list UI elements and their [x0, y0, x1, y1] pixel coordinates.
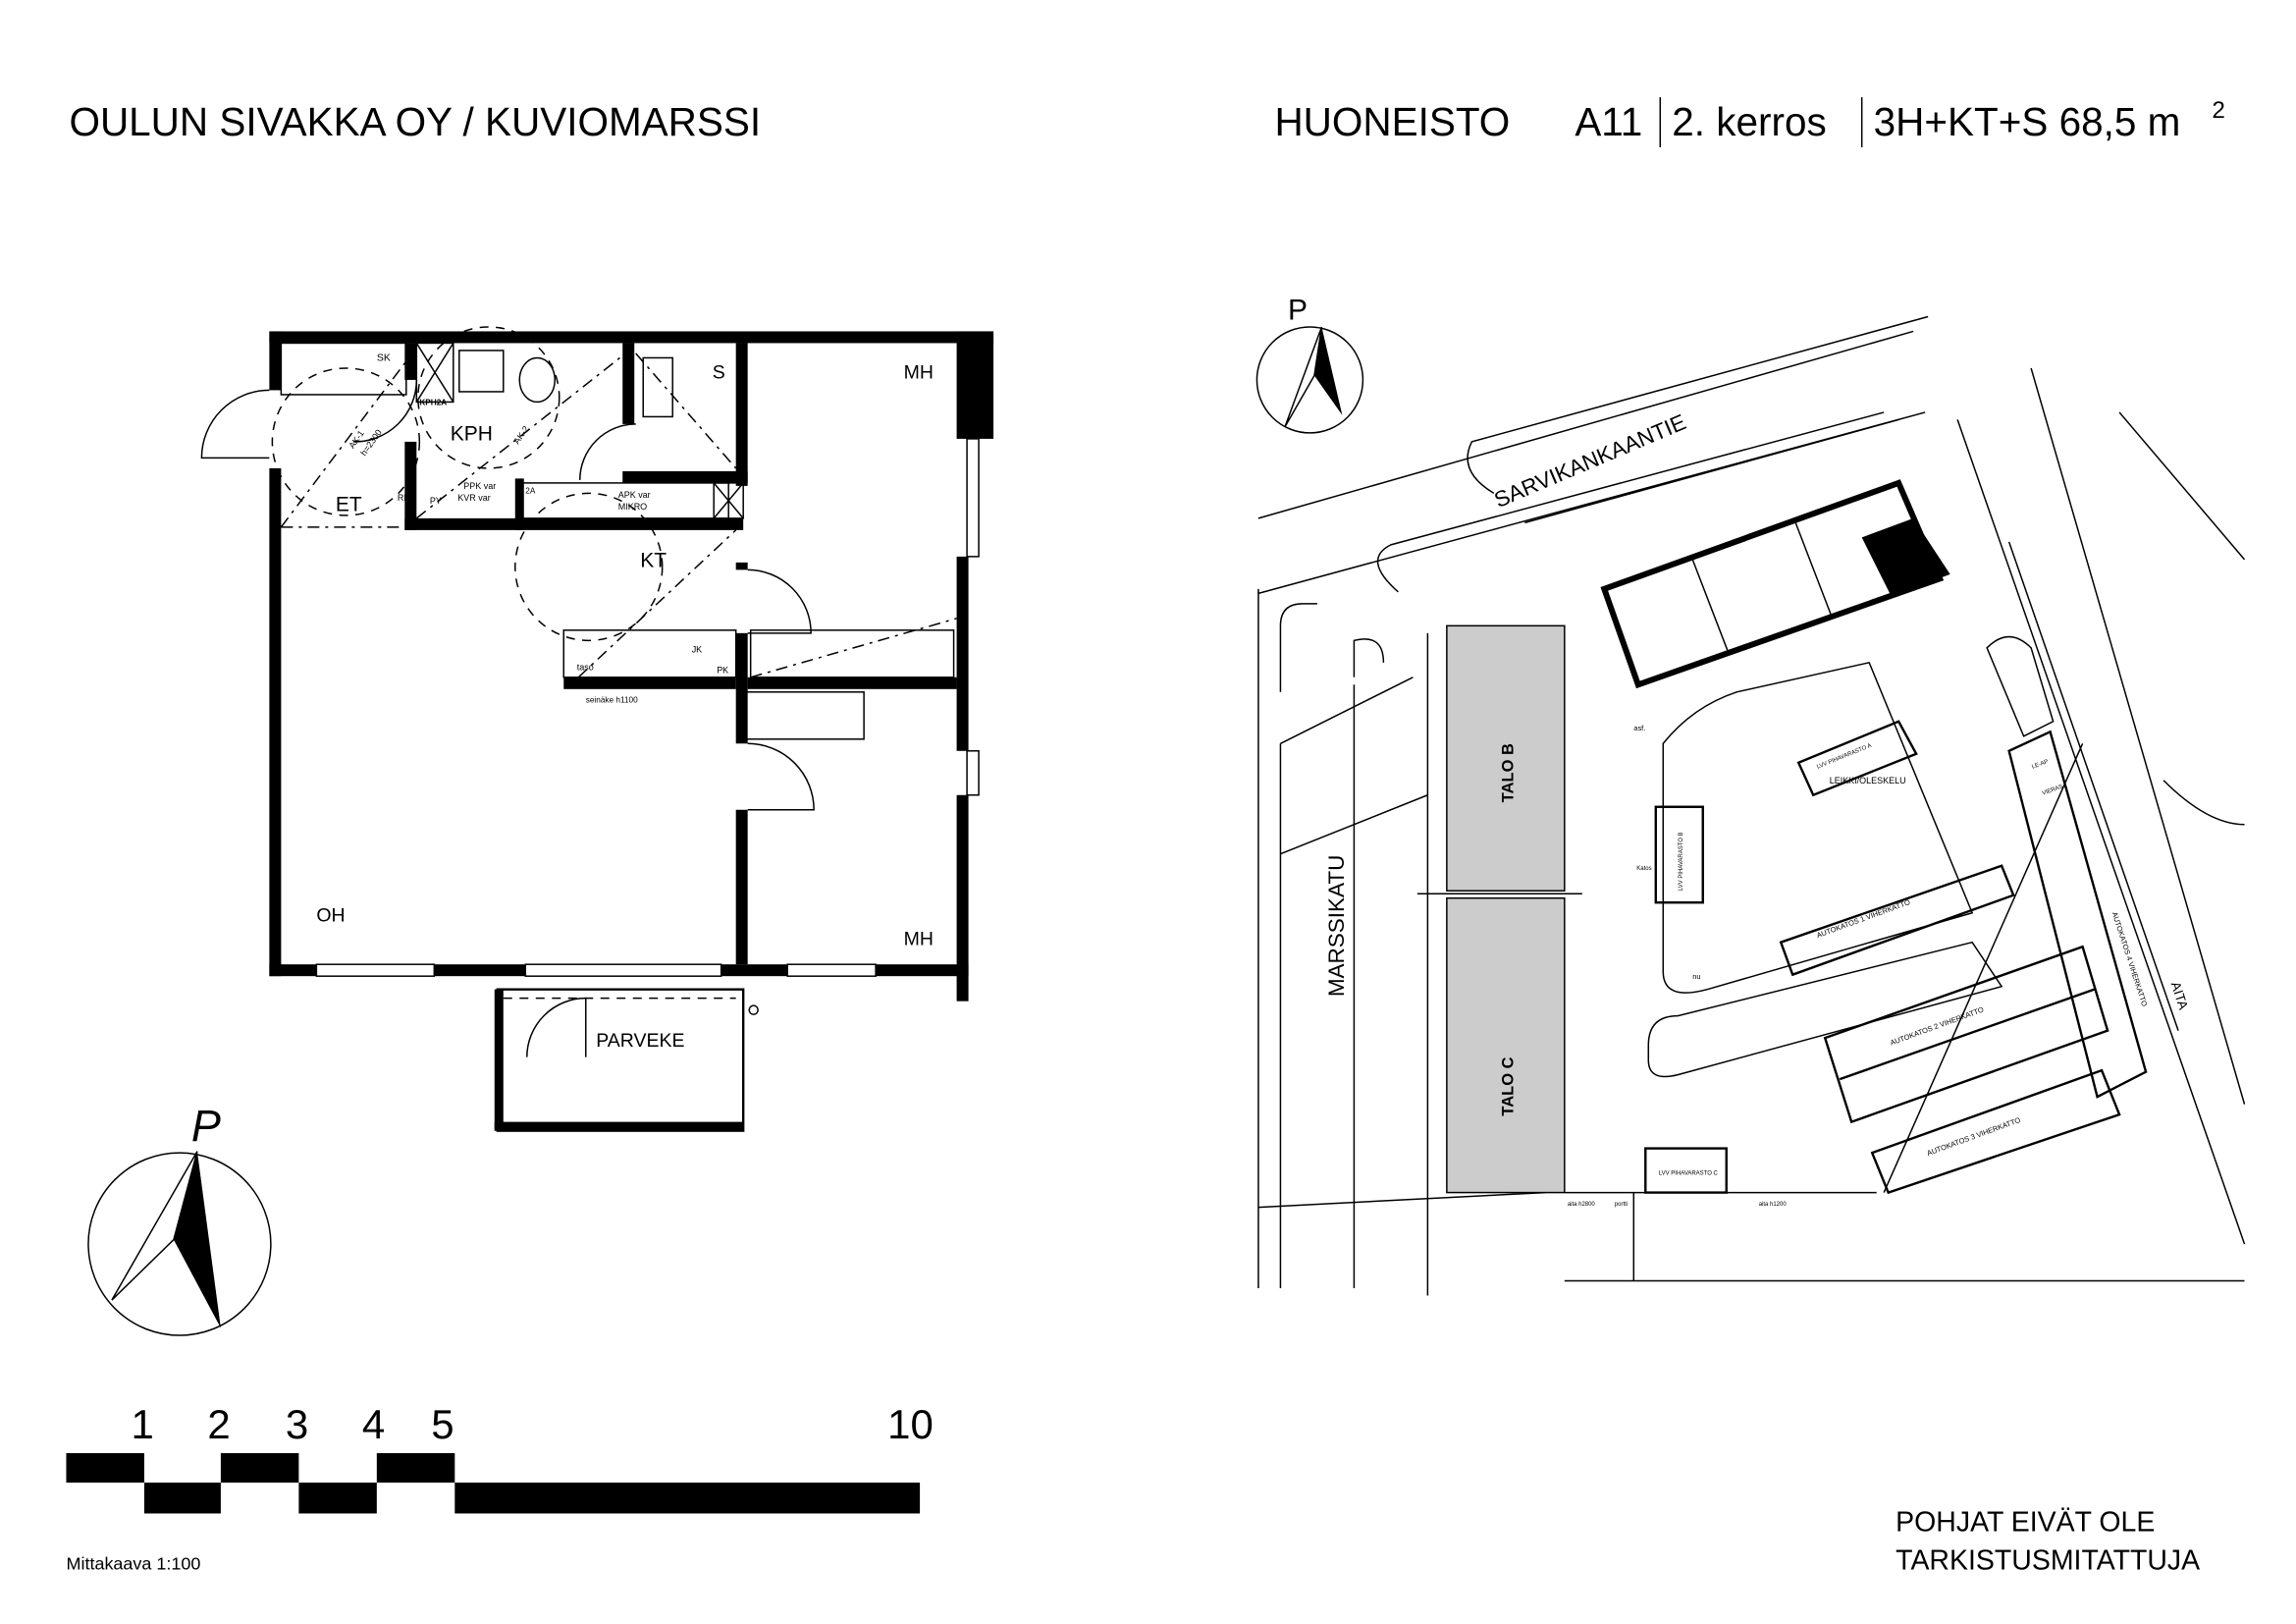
label-taso: taso — [577, 662, 594, 672]
label-seinake: seinäke h1100 — [586, 695, 638, 704]
north-label: P — [191, 1101, 221, 1151]
label-apk: APK var — [618, 490, 651, 500]
label-kph2a: KPH2A — [419, 398, 447, 406]
apartment-building-a — [1600, 479, 1950, 689]
building-talo-b: TALO B — [1446, 624, 1566, 892]
room-label-mh-2: MH — [904, 929, 934, 950]
site-north-arrow: P — [1255, 294, 1364, 434]
scale-tick-3: 3 — [286, 1401, 308, 1447]
room-label-et: ET — [336, 493, 362, 515]
carport-1-label: AUTOKATOS 1 VIHERKATTO — [1815, 897, 1911, 940]
carport-4-label: AUTOKATOS 4 VIHERKATTO — [2110, 911, 2150, 1008]
scale-caption: Mittakaava 1:100 — [66, 1553, 200, 1573]
scale-tick-2: 2 — [207, 1401, 230, 1447]
label-ppk: PPK var — [463, 481, 496, 491]
room-label-oh: OH — [316, 905, 345, 927]
room-label-mh-1: MH — [904, 361, 934, 383]
label-2a: 2A — [525, 486, 536, 495]
apartment-layout-area: 3H+KT+S 68,5 m — [1874, 99, 2181, 144]
katos-label: Katos — [1636, 866, 1651, 872]
room-label-kt: KT — [640, 549, 667, 571]
scale-tick-1: 1 — [131, 1401, 153, 1447]
leikki-label: LEIKKI/OLESKELU — [1830, 776, 1906, 785]
label-kvr: KVR var — [457, 493, 490, 503]
label-mikro: MIKRO — [618, 502, 647, 512]
scale-tick-10: 10 — [887, 1401, 934, 1447]
apartment-floor-plan: ET KPH S MH KT OH MH PARVEKE SK KPH2A RK… — [200, 326, 994, 1132]
room-label-s: S — [713, 361, 725, 383]
label-ak2: AK-2 — [511, 424, 531, 446]
street-marssikatu: MARSSIKATU — [1324, 855, 1349, 998]
aita-h1200-label: aita h1200 — [1759, 1202, 1788, 1208]
site-plan: P — [1255, 294, 2246, 1296]
scale-bar: 1 2 3 4 5 10 Mittakaava 1:100 — [66, 1401, 933, 1573]
apartment-header: HUONEISTO A11 2. kerros 3H+KT+S 68,5 m 2 — [1274, 97, 2225, 148]
label-rk: RK — [398, 493, 409, 503]
room-label-kph: KPH — [451, 422, 493, 445]
aita-h2800-label: aita h2800 — [1568, 1202, 1596, 1208]
carport-3: AUTOKATOS 3 VIHERKATTO — [1870, 1068, 2121, 1195]
label-py: PY — [430, 496, 442, 506]
varasto-a-label: LVV PIHAVARASTO A — [1816, 743, 1872, 771]
site-north-label: P — [1288, 294, 1308, 326]
label-pk: PK — [717, 665, 728, 675]
scale-tick-5: 5 — [431, 1401, 454, 1447]
label-sk: SK — [377, 352, 391, 363]
street-sarvikankaantie: SARVIKANKAANTIE — [1491, 409, 1690, 513]
north-arrow-compass: P — [87, 1101, 272, 1336]
varasto-b-label: LVV PIHAVARASTO B — [1679, 832, 1684, 891]
building-talo-c: TALO C — [1446, 896, 1566, 1194]
varasto-c-label: LVV PIHAVARASTO C — [1659, 1171, 1719, 1177]
note-line-2: TARKISTUSMITATTUJA — [1896, 1544, 2200, 1576]
apartment-id: A11 — [1575, 99, 1642, 144]
aita-label: AITA — [2168, 980, 2191, 1011]
nu-label: nu — [1692, 972, 1700, 981]
label-jk: JK — [692, 644, 703, 654]
talo-c-label: TALO C — [1499, 1056, 1517, 1115]
talo-b-label: TALO B — [1499, 743, 1517, 802]
note-line-1: POHJAT EIVÄT OLE — [1896, 1506, 2155, 1538]
floor-label: 2. kerros — [1672, 99, 1826, 144]
project-title: OULUN SIVAKKA OY / KUVIOMARSSI — [69, 99, 761, 144]
carport-4: AUTOKATOS 4 VIHERKATTO VIERAS LE-AP — [2007, 730, 2150, 1099]
area-unit-superscript: 2 — [2213, 97, 2225, 124]
portti-label: portti — [1615, 1202, 1628, 1208]
scale-tick-4: 4 — [362, 1401, 385, 1447]
asf-label: asf. — [1633, 724, 1645, 732]
apartment-label: HUONEISTO — [1274, 99, 1510, 144]
room-label-parveke: PARVEKE — [596, 1030, 684, 1052]
le-ap-label: LE-AP — [2031, 759, 2049, 771]
